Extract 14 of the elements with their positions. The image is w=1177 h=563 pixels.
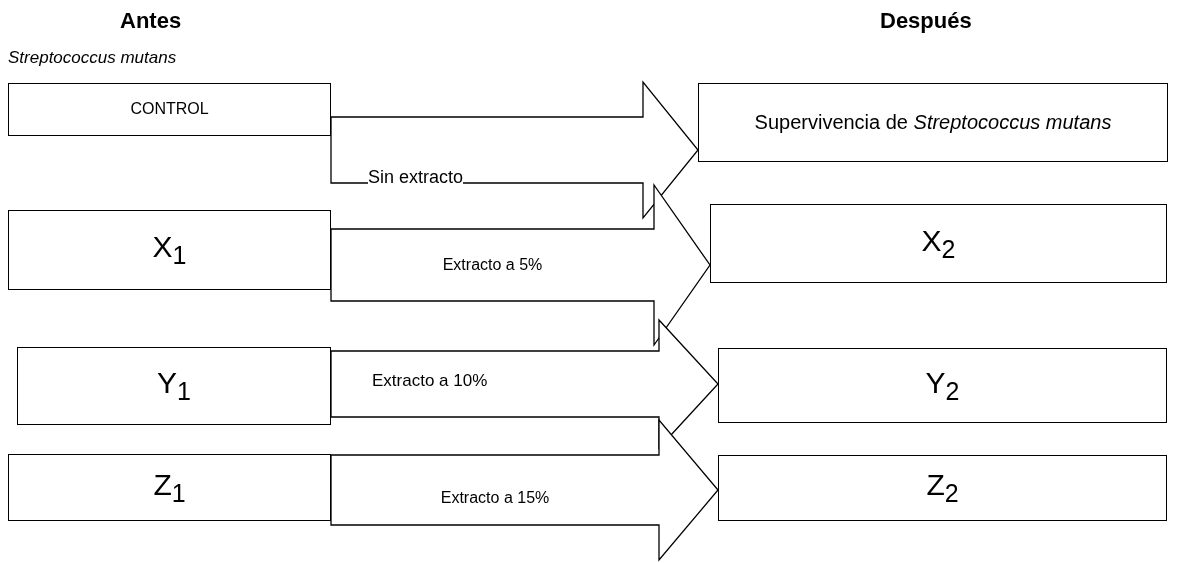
block-arrow bbox=[330, 182, 711, 348]
block-arrow bbox=[330, 418, 719, 562]
block-arrow bbox=[330, 80, 699, 220]
text-box: X$_{1}$ bbox=[8, 210, 331, 290]
column-heading: Después bbox=[880, 8, 972, 34]
text-box: Supervivencia de Streptococcus mutans bbox=[698, 83, 1168, 162]
species-name: Streptococcus mutans bbox=[8, 48, 177, 68]
text-box: CONTROL bbox=[8, 83, 331, 136]
text-box: Y$_{2}$ bbox=[718, 348, 1167, 423]
text-box: Z$_{1}$ bbox=[8, 454, 331, 521]
text-box: Z$_{2}$ bbox=[718, 455, 1167, 521]
text-box: X$_{2}$ bbox=[710, 204, 1167, 283]
column-heading: Antes bbox=[120, 8, 182, 34]
text-box: Y$_{1}$ bbox=[17, 347, 331, 425]
